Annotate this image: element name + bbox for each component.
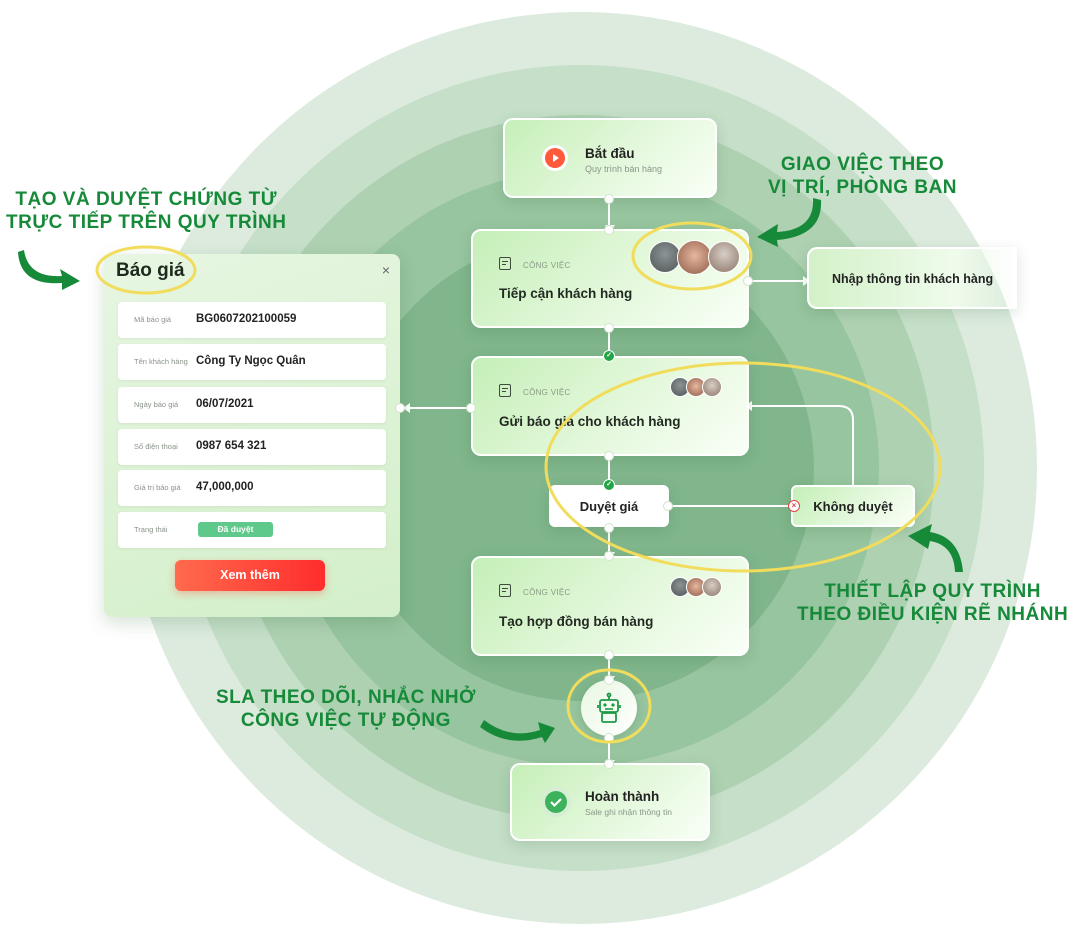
callout-line: SLA THEO DÕI, NHẮC NHỞ <box>216 687 476 708</box>
rejected-x-icon: × <box>788 500 800 512</box>
side-task-node[interactable]: Nhập thông tin khách hàng <box>807 247 1017 309</box>
connector-dot <box>604 323 614 333</box>
task-tag: CÔNG VIỆC <box>523 388 571 397</box>
task-tag: CÔNG VIỆC <box>523 588 571 597</box>
callout-branching: THIẾT LẬP QUY TRÌNH THEO ĐIỀU KIỆN RẼ NH… <box>797 580 1068 626</box>
field-value: BG0607202100059 <box>196 313 297 325</box>
approved-check-icon: ✓ <box>603 350 615 362</box>
callout-line: THEO ĐIỀU KIỆN RẼ NHÁNH <box>797 604 1069 625</box>
approve-node[interactable]: Duyệt giá <box>549 485 669 527</box>
field-value: 06/07/2021 <box>196 398 254 410</box>
automation-node[interactable] <box>581 680 637 736</box>
callout-documents: TẠO VÀ DUYỆT CHỨNG TỪ TRỰC TIẾP TRÊN QUY… <box>6 188 286 234</box>
field-label: Trạng thái <box>134 525 168 534</box>
calendar-icon <box>499 584 511 597</box>
view-more-button[interactable]: Xem thêm <box>175 560 325 591</box>
callout-line: VỊ TRÍ, PHÒNG BAN <box>768 177 958 198</box>
avatar <box>677 240 712 275</box>
field-value: 47,000,000 <box>196 481 254 493</box>
connector-dot <box>604 650 614 660</box>
end-node[interactable]: Hoàn thành Sale ghi nhận thông tin <box>510 763 710 841</box>
task-title: Tạo hợp đồng bán hàng <box>499 614 654 629</box>
connector-dot <box>395 403 405 413</box>
field-value: 0987 654 321 <box>196 440 267 452</box>
avatar <box>702 377 722 397</box>
field-label: Ngày báo giá <box>134 400 179 409</box>
robot-icon <box>597 692 621 723</box>
field-quote-date: Ngày báo giá 06/07/2021 <box>118 387 386 423</box>
callout-line: CÔNG VIỆC TỰ ĐỘNG <box>240 710 451 731</box>
connector-dot <box>604 194 614 204</box>
quote-panel-title: Báo giá <box>116 260 185 281</box>
reject-node[interactable]: Không duyệt <box>791 485 915 527</box>
task-node-send-quote[interactable]: CÔNG VIỆC Gửi báo giá cho khách hàng <box>471 356 749 456</box>
connector-dot <box>604 759 614 769</box>
approve-label: Duyệt giá <box>579 499 639 514</box>
task-title: Tiếp cận khách hàng <box>499 286 633 301</box>
avatar <box>708 241 740 273</box>
connector-dot <box>604 523 614 533</box>
connector-dot <box>604 675 614 685</box>
connector-dot <box>466 403 476 413</box>
approved-check-icon: ✓ <box>603 479 615 491</box>
task-tag: CÔNG VIỆC <box>523 261 571 270</box>
end-subtitle: Sale ghi nhận thông tin <box>585 807 672 817</box>
start-title: Bắt đầu <box>585 146 635 161</box>
callout-line: GIAO VIỆC THEO <box>780 154 945 175</box>
side-task-title: Nhập thông tin khách hàng <box>832 272 994 286</box>
field-label: Mã báo giá <box>134 315 172 324</box>
field-label: Tên khách hàng <box>134 357 188 366</box>
connector-dot <box>663 501 673 511</box>
check-circle-icon <box>545 791 567 813</box>
connector-dot <box>604 733 614 743</box>
status-badge: Đã duyệt <box>198 522 273 537</box>
connector-dot <box>743 276 753 286</box>
calendar-icon <box>499 384 511 397</box>
connector-dot <box>604 225 614 235</box>
callout-line: THIẾT LẬP QUY TRÌNH <box>824 581 1041 602</box>
field-label: Giá trị báo giá <box>134 483 181 492</box>
connector-dot <box>604 451 614 461</box>
task-title: Gửi báo giá cho khách hàng <box>499 414 681 429</box>
field-customer-name: Tên khách hàng Công Ty Ngọc Quân <box>118 344 386 380</box>
task-node-customer-approach[interactable]: CÔNG VIỆC Tiếp cận khách hàng <box>471 229 749 328</box>
field-value: Công Ty Ngọc Quân <box>196 355 306 367</box>
field-status: Trạng thái Đã duyệt <box>118 512 386 548</box>
callout-assign: GIAO VIỆC THEO VỊ TRÍ, PHÒNG BAN <box>768 153 957 199</box>
play-icon <box>545 148 565 168</box>
end-title: Hoàn thành <box>585 789 660 804</box>
start-subtitle: Quy trình bán hàng <box>585 164 663 174</box>
field-phone: Số điện thoại 0987 654 321 <box>118 429 386 465</box>
avatar <box>702 577 722 597</box>
quote-panel: Báo giá × Mã báo giá BG0607202100059 Tên… <box>104 254 400 617</box>
start-node[interactable]: Bắt đầu Quy trình bán hàng <box>503 118 717 198</box>
callout-line: TẠO VÀ DUYỆT CHỨNG TỪ <box>15 189 277 210</box>
connector-dot <box>604 551 614 561</box>
reject-label: Không duyệt <box>813 499 893 514</box>
field-quote-value: Giá trị báo giá 47,000,000 <box>118 470 386 506</box>
field-label: Số điện thoại <box>134 442 178 451</box>
field-quote-code: Mã báo giá BG0607202100059 <box>118 302 386 338</box>
callout-line: TRỰC TIẾP TRÊN QUY TRÌNH <box>6 212 287 233</box>
task-node-create-contract[interactable]: CÔNG VIỆC Tạo hợp đồng bán hàng <box>471 556 749 656</box>
callout-sla: SLA THEO DÕI, NHẮC NHỞ CÔNG VIỆC TỰ ĐỘNG <box>216 686 476 732</box>
close-icon[interactable]: × <box>381 262 390 278</box>
calendar-icon <box>499 257 511 270</box>
